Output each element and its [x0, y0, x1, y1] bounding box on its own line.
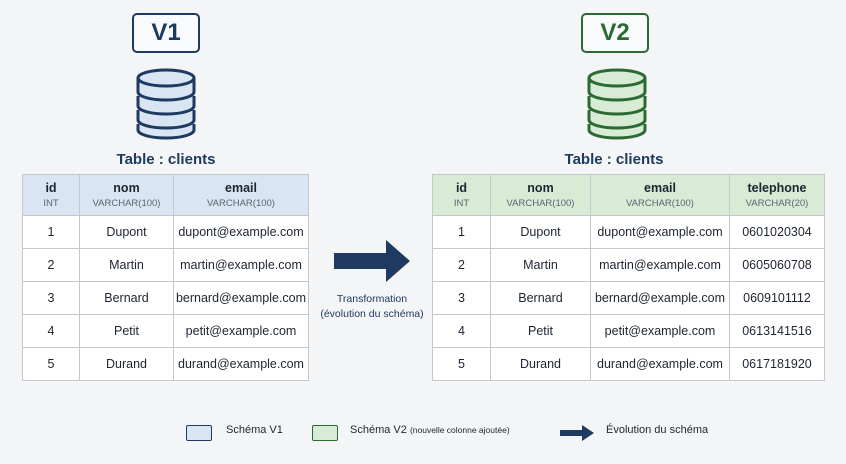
- cell-nom: Petit: [490, 314, 591, 348]
- cell-id: 5: [432, 347, 491, 381]
- cell-nom: Bernard: [79, 281, 174, 315]
- cell-email: durand@example.com: [590, 347, 730, 381]
- cell-id: 3: [22, 281, 80, 315]
- transformation-sublabel: (évolution du schéma): [320, 308, 424, 320]
- legend-swatch-v1: [186, 425, 212, 441]
- cell-nom: Dupont: [79, 215, 174, 249]
- version-label-v2: V2: [581, 13, 649, 53]
- cell-email: bernard@example.com: [173, 281, 309, 315]
- legend-label-v2: Schéma V2 (nouvelle colonne ajoutée): [350, 424, 510, 436]
- database-icon: [587, 68, 647, 140]
- legend-swatch-v2: [312, 425, 338, 441]
- cell-telephone: 0613141516: [729, 314, 825, 348]
- database-icon: [136, 68, 196, 140]
- cell-email: dupont@example.com: [590, 215, 730, 249]
- cell-id: 5: [22, 347, 80, 381]
- cell-email: martin@example.com: [590, 248, 730, 282]
- cell-id: 4: [22, 314, 80, 348]
- cell-email: martin@example.com: [173, 248, 309, 282]
- cell-nom: Martin: [79, 248, 174, 282]
- transformation-label: Transformation: [336, 293, 408, 305]
- version-label-v1: V1: [132, 13, 200, 53]
- cell-email: durand@example.com: [173, 347, 309, 381]
- table-title-v1: Table : clients: [116, 151, 216, 168]
- cell-id: 3: [432, 281, 491, 315]
- cell-telephone: 0605060708: [729, 248, 825, 282]
- cell-id: 2: [22, 248, 80, 282]
- cell-nom: Petit: [79, 314, 174, 348]
- cell-email: petit@example.com: [590, 314, 730, 348]
- legend-label-v1: Schéma V1: [226, 424, 283, 436]
- cell-nom: Durand: [490, 347, 591, 381]
- right-arrow-icon: [334, 240, 410, 282]
- cell-telephone: 0617181920: [729, 347, 825, 381]
- cell-id: 2: [432, 248, 491, 282]
- cell-id: 1: [22, 215, 80, 249]
- cell-email: bernard@example.com: [590, 281, 730, 315]
- cell-nom: Durand: [79, 347, 174, 381]
- cell-telephone: 0609101112: [729, 281, 825, 315]
- legend-arrow-icon: [560, 425, 594, 441]
- cell-telephone: 0601020304: [729, 215, 825, 249]
- cell-email: petit@example.com: [173, 314, 309, 348]
- cell-nom: Bernard: [490, 281, 591, 315]
- cell-nom: Dupont: [490, 215, 591, 249]
- table-title-v2: Table : clients: [564, 151, 664, 168]
- cell-id: 4: [432, 314, 491, 348]
- transformation-caption: Transformation (évolution du schéma): [312, 292, 432, 322]
- legend-note-v2: (nouvelle colonne ajoutée): [409, 425, 510, 435]
- cell-email: dupont@example.com: [173, 215, 309, 249]
- legend-label-arrow: Évolution du schéma: [606, 424, 709, 436]
- cell-nom: Martin: [490, 248, 591, 282]
- cell-id: 1: [432, 215, 491, 249]
